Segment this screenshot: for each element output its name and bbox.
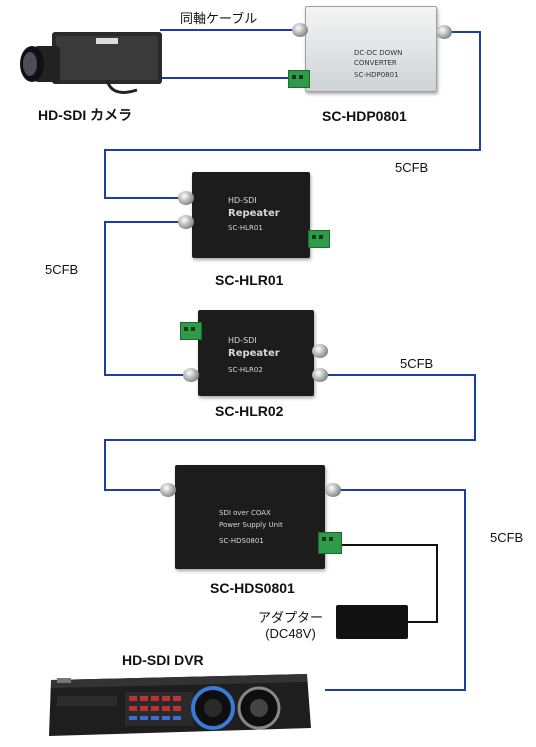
repeater1-bnc-in (178, 191, 194, 205)
repeater1-face-line-3: SC-HLR01 (228, 224, 263, 232)
adapter-label-line-1: アダプター (258, 610, 324, 625)
repeater1-face-line-1: HD-SDI (228, 196, 257, 205)
repeater2-bnc-in (183, 368, 199, 382)
power-unit-bnc-in (160, 483, 176, 497)
repeater1-model-label: SC-HLR01 (215, 272, 284, 288)
adapter-cable (330, 544, 438, 623)
cable-5cfb-4 (325, 489, 466, 691)
power-unit-face-line-1: SDI over COAX (219, 509, 271, 517)
dvr-label: HD-SDI DVR (122, 652, 204, 668)
sc-hlr01-device: HD-SDI Repeater SC-HLR01 (192, 172, 310, 258)
converter-face-line-2: CONVERTER (354, 59, 397, 67)
coax-cable-label: 同軸ケーブル (180, 11, 258, 26)
converter-power-terminal (288, 70, 310, 88)
cable-5cfb-1 (104, 31, 481, 199)
repeater2-face-line-1: HD-SDI (228, 336, 257, 345)
repeater2-bnc-out (312, 368, 328, 382)
converter-bnc-out (436, 25, 452, 39)
power-unit-face-line-3: SC-HDS0801 (219, 537, 264, 545)
converter-face-line-3: SC-HDP0801 (354, 71, 399, 79)
hd-sdi-camera (12, 18, 172, 100)
repeater2-power-terminal (180, 322, 202, 340)
power-unit-face-line-2: Power Supply Unit (219, 521, 283, 529)
power-unit-power-terminal (318, 532, 342, 554)
repeater2-bnc-a (312, 344, 328, 358)
converter-face-line-1: DC-DC DOWN (354, 49, 403, 57)
cable-5cfb-3 (104, 374, 476, 491)
cable-label-4: 5CFB (490, 530, 524, 545)
repeater2-model-label: SC-HLR02 (215, 403, 284, 419)
power-unit-model-label: SC-HDS0801 (210, 580, 295, 596)
repeater1-bnc-out (178, 215, 194, 229)
sc-hds0801-device: SDI over COAX Power Supply Unit SC-HDS08… (175, 465, 325, 569)
converter-model-label: SC-HDP0801 (322, 108, 407, 124)
repeater1-face-line-2: Repeater (228, 208, 280, 219)
adapter-label: アダプター (DC48V) (258, 610, 323, 642)
repeater2-face-line-3: SC-HLR02 (228, 366, 263, 374)
repeater1-power-terminal (308, 230, 330, 248)
sc-hdp0801-device: DC-DC DOWN CONVERTER SC-HDP0801 (305, 6, 437, 92)
cable-label-1: 5CFB (395, 160, 429, 175)
camera-label: HD-SDI カメラ (38, 107, 133, 123)
hd-sdi-dvr (45, 670, 313, 742)
adapter-label-line-2: (DC48V) (265, 626, 316, 641)
cable-label-3: 5CFB (400, 356, 434, 371)
dc48v-adapter (336, 605, 408, 639)
sc-hlr02-device: HD-SDI Repeater SC-HLR02 (198, 310, 314, 396)
repeater2-face-line-2: Repeater (228, 348, 280, 359)
power-unit-bnc-out (325, 483, 341, 497)
cable-5cfb-2 (104, 221, 185, 376)
cable-label-2: 5CFB (45, 262, 79, 277)
converter-bnc-in (292, 23, 308, 37)
